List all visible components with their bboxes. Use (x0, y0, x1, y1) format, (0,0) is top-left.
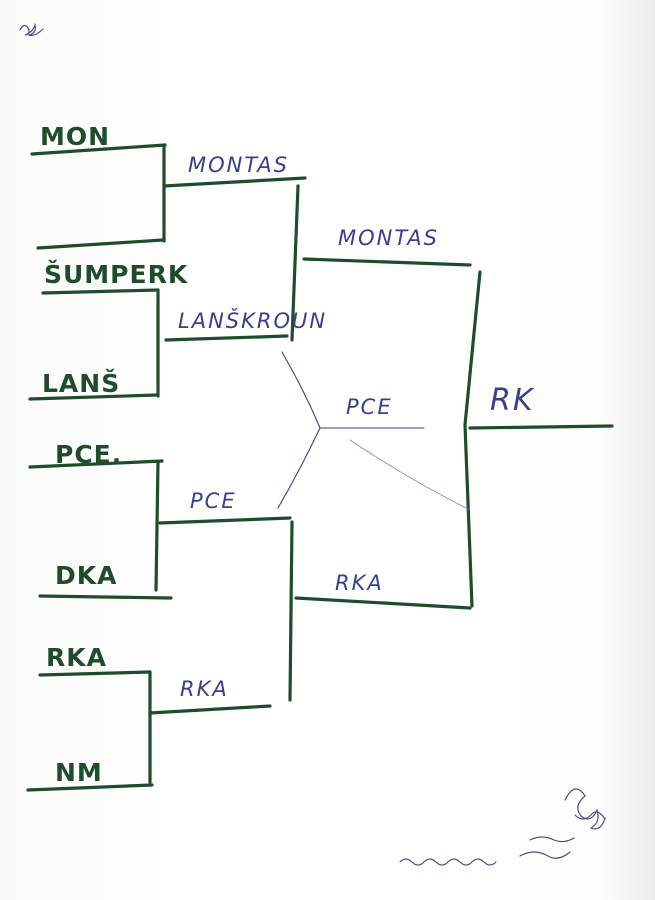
team-label: DKA (55, 561, 117, 590)
team-label: RKA (46, 643, 107, 672)
final-lines (463, 270, 614, 608)
corner-scribble-icon (19, 22, 44, 36)
semifinal-2-lines (288, 520, 472, 702)
team-label: MON (40, 122, 110, 151)
signature-icon (519, 788, 606, 859)
round1-match-3-lines (28, 459, 292, 600)
team-label: ŠUMPERK (44, 259, 189, 289)
team-label: LANŠ (42, 368, 120, 398)
winner-label: MONTAS (188, 153, 289, 177)
semifinal-winner-label: RKA (335, 571, 384, 595)
round1-match-4-lines (26, 670, 272, 792)
winner-label: RKA (180, 677, 229, 701)
team-label: PCE. (55, 440, 122, 469)
winner-label: LANŠKROUN (178, 308, 327, 333)
round1-match-2-lines (28, 288, 289, 401)
team-label: NM (55, 758, 103, 787)
winner-label: PCE (190, 489, 237, 513)
semifinal-1-lines (290, 184, 472, 342)
champion-label: RK (490, 383, 535, 418)
bottom-scribble-icon (399, 858, 497, 866)
round1-match-1-lines (30, 143, 307, 250)
semifinal-winner-label: MONTAS (338, 226, 439, 250)
crossed-winner-label: PCE (346, 395, 393, 419)
crossed-winner-lines (277, 351, 471, 511)
